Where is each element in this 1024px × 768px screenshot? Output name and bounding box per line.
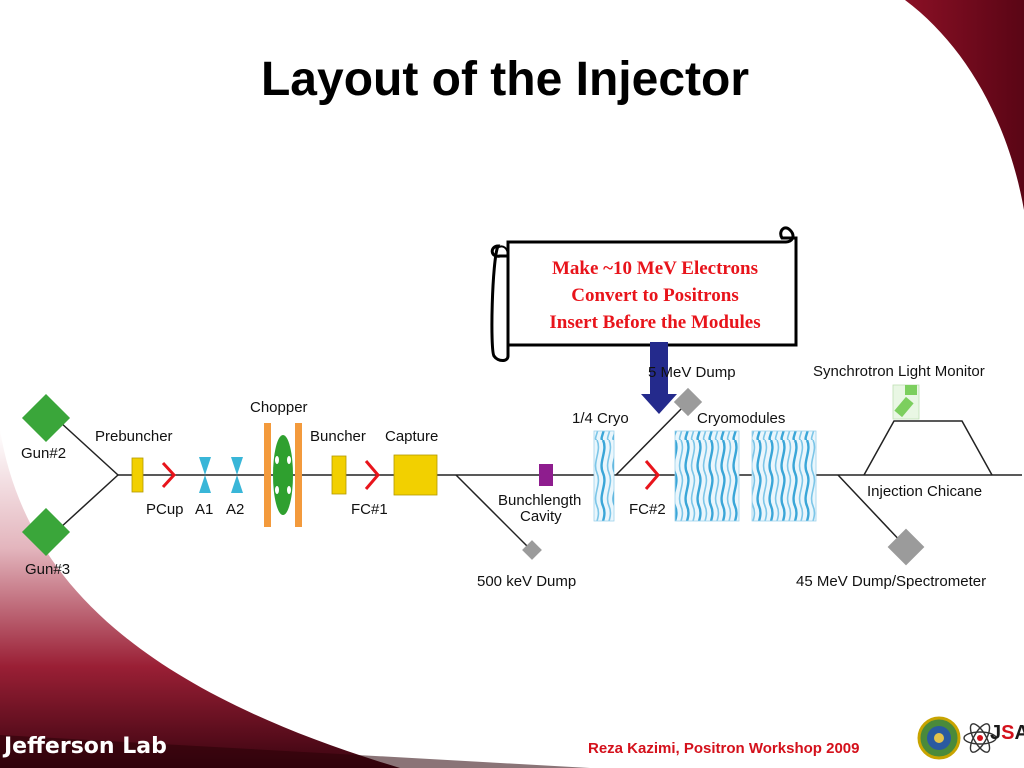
dump-5mev-leg [615, 401, 689, 476]
doe-seal-icon [917, 716, 961, 760]
chopper-plate-right [295, 423, 302, 527]
label-synchrotron-monitor: Synchrotron Light Monitor [813, 363, 985, 380]
label-pcup: PCup [146, 501, 184, 518]
slide-title: Layout of the Injector [260, 53, 749, 106]
label-gun2: Gun#2 [21, 445, 67, 462]
capture-element [393, 454, 438, 496]
label-capture: Capture [385, 428, 439, 445]
callout-line-3: Insert Before the Modules [549, 312, 761, 333]
bottom-band [0, 735, 590, 768]
dump-45mev-block [887, 528, 925, 566]
atom-icon [963, 723, 997, 753]
jefferson-lab-logo: Jefferson Lab [4, 734, 167, 759]
callout-text: Make ~10 MeV Electrons Convert to Positr… [510, 255, 800, 336]
label-cryomodules: Cryomodules [697, 410, 786, 427]
scroll-callout [490, 226, 798, 362]
pcup-cup [161, 461, 177, 489]
label-chopper: Chopper [250, 399, 308, 416]
dump-500kev-leg [455, 474, 532, 551]
dump-45mev-leg [837, 474, 906, 547]
label-bunchlength-cavity: Cavity [520, 508, 562, 525]
buncher-element [331, 455, 347, 495]
top-right-swoop [905, 0, 1024, 210]
footer-credit: Reza Kazimi, Positron Workshop 2009 [588, 740, 860, 757]
injection-chicane [863, 420, 993, 476]
chopper-slit-3 [275, 486, 279, 494]
a1-quad [199, 457, 211, 493]
label-a2: A2 [226, 501, 245, 518]
chopper-cavity [273, 435, 293, 515]
quarter-cryo [593, 430, 615, 522]
synchrotron-monitor-icon [892, 384, 920, 420]
label-prebuncher: Prebuncher [95, 428, 173, 445]
label-dump-45mev: 45 MeV Dump/Spectrometer [796, 573, 987, 590]
label-fc1: FC#1 [351, 501, 388, 518]
jsa-logo-s: S [1001, 722, 1015, 744]
label-gun3: Gun#3 [25, 561, 71, 578]
chopper-slit-1 [275, 456, 279, 464]
dump-5mev-block [673, 387, 703, 417]
chopper-slit-4 [287, 486, 291, 494]
a2-quad [231, 457, 243, 493]
cryomodule-1 [674, 430, 740, 522]
fc1-cup [364, 460, 380, 490]
down-arrow-icon [641, 342, 677, 414]
label-fc2: FC#2 [629, 501, 666, 518]
label-bunchlength: Bunchlength [498, 492, 582, 509]
jsa-logo-a: A [1014, 722, 1024, 744]
label-quarter-cryo: 1/4 Cryo [572, 410, 629, 427]
gun2-block [21, 393, 71, 443]
bunchlength-cavity [539, 464, 553, 486]
callout-line-1: Make ~10 MeV Electrons [551, 258, 758, 279]
gun3-block [21, 507, 71, 557]
chopper-plate-left [264, 423, 271, 527]
prebuncher-element [131, 457, 144, 493]
label-dump-5mev: 5 MeV Dump [648, 364, 736, 381]
label-a1: A1 [195, 501, 214, 518]
chopper-slit-2 [287, 456, 291, 464]
jsa-logo-j: J [990, 722, 1002, 744]
callout-line-2: Convert to Positrons [571, 285, 739, 306]
gun2-leg [59, 421, 119, 476]
label-dump-500kev: 500 keV Dump [477, 573, 577, 590]
dump-500kev-block [522, 540, 542, 560]
label-injection-chicane: Injection Chicane [867, 483, 983, 500]
gun3-leg [59, 474, 119, 529]
label-buncher: Buncher [310, 428, 366, 445]
bottom-left-swoop [0, 430, 400, 768]
cryomodule-2 [751, 430, 817, 522]
fc2-cup [644, 460, 660, 490]
jsa-logo-icon: JSA [990, 722, 1024, 745]
